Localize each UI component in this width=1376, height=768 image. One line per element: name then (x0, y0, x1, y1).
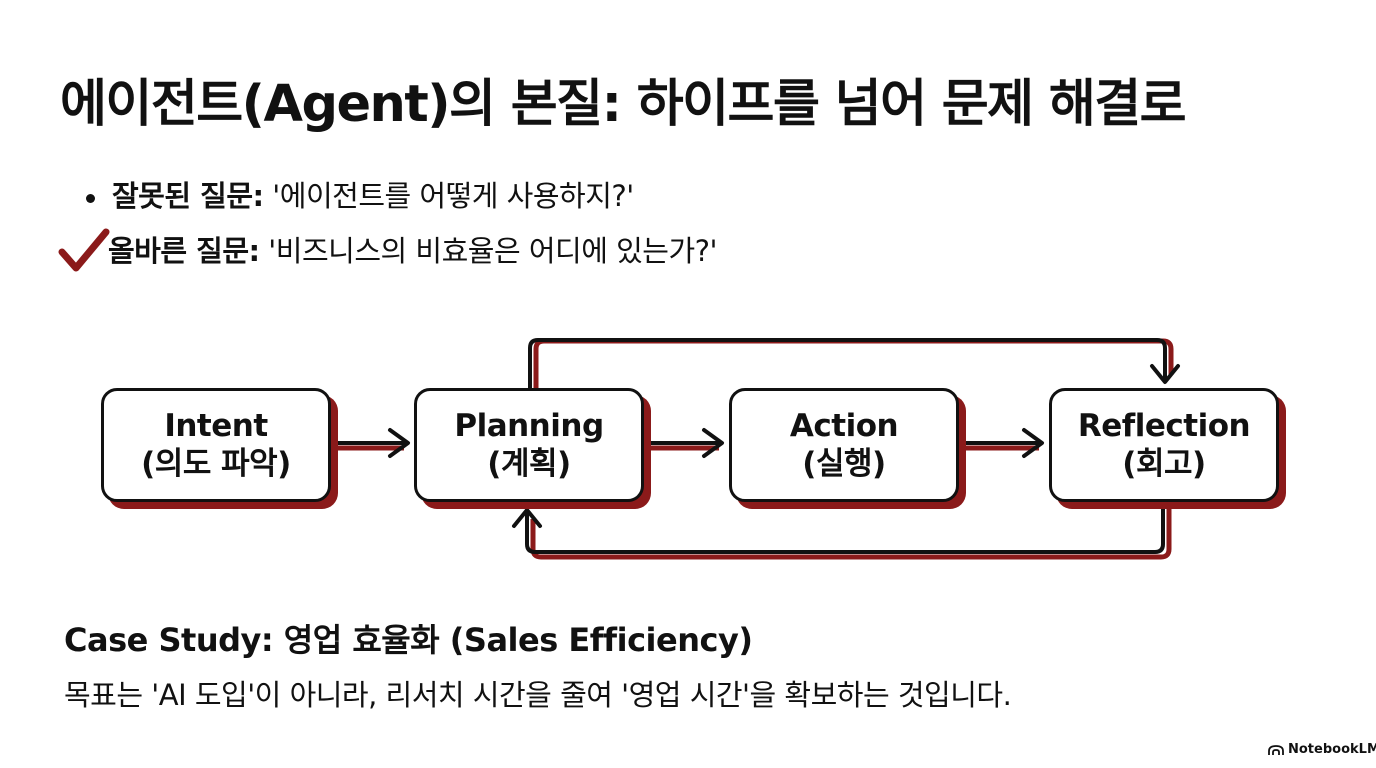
checkmark-icon (58, 228, 110, 272)
wrong-question: 잘못된 질문: '에이전트를 어떻게 사용하지?' (86, 173, 634, 215)
right-question: 올바른 질문: '비즈니스의 비효율은 어디에 있는가?' (108, 228, 718, 270)
arrow-planning-to-action (647, 428, 724, 458)
arrow-intent-to-planning (334, 428, 410, 458)
case-study-title: Case Study: 영업 효율화 (Sales Efficiency) (64, 621, 753, 659)
arrow-reflection-to-planning-loop (512, 502, 1165, 554)
page-title: 에이전트(Agent)의 본질: 하이프를 넘어 문제 해결로 (60, 75, 1187, 134)
bullet-icon (86, 194, 95, 203)
arrow-action-to-reflection (962, 428, 1044, 458)
node-planning: Planning (계획) (414, 388, 644, 502)
wrong-question-label: 잘못된 질문: (112, 179, 264, 213)
node-action-subtitle: (실행) (802, 446, 886, 482)
node-intent: Intent (의도 파악) (101, 388, 331, 502)
brand-watermark: NotebookLM (1268, 742, 1376, 757)
node-reflection: Reflection (회고) (1049, 388, 1279, 502)
case-study-description: 목표는 'AI 도입'이 아니라, 리서치 시간을 줄여 '영업 시간'을 확보… (64, 678, 1012, 712)
node-planning-title: Planning (454, 408, 604, 444)
right-question-label: 올바른 질문: (108, 234, 260, 268)
node-action: Action (실행) (729, 388, 959, 502)
node-planning-subtitle: (계획) (487, 446, 571, 482)
wrong-question-text: '에이전트를 어떻게 사용하지?' (263, 179, 634, 213)
node-intent-subtitle: (의도 파악) (141, 446, 291, 482)
arrow-planning-to-reflection-loop (528, 338, 1180, 388)
right-question-text: '비즈니스의 비효율은 어디에 있는가?' (259, 234, 718, 268)
node-intent-title: Intent (164, 408, 268, 444)
node-reflection-title: Reflection (1077, 408, 1251, 444)
brand-name: NotebookLM (1288, 742, 1376, 757)
notebooklm-logo-icon (1268, 744, 1284, 755)
node-reflection-subtitle: (회고) (1122, 446, 1206, 482)
node-action-title: Action (789, 408, 899, 444)
